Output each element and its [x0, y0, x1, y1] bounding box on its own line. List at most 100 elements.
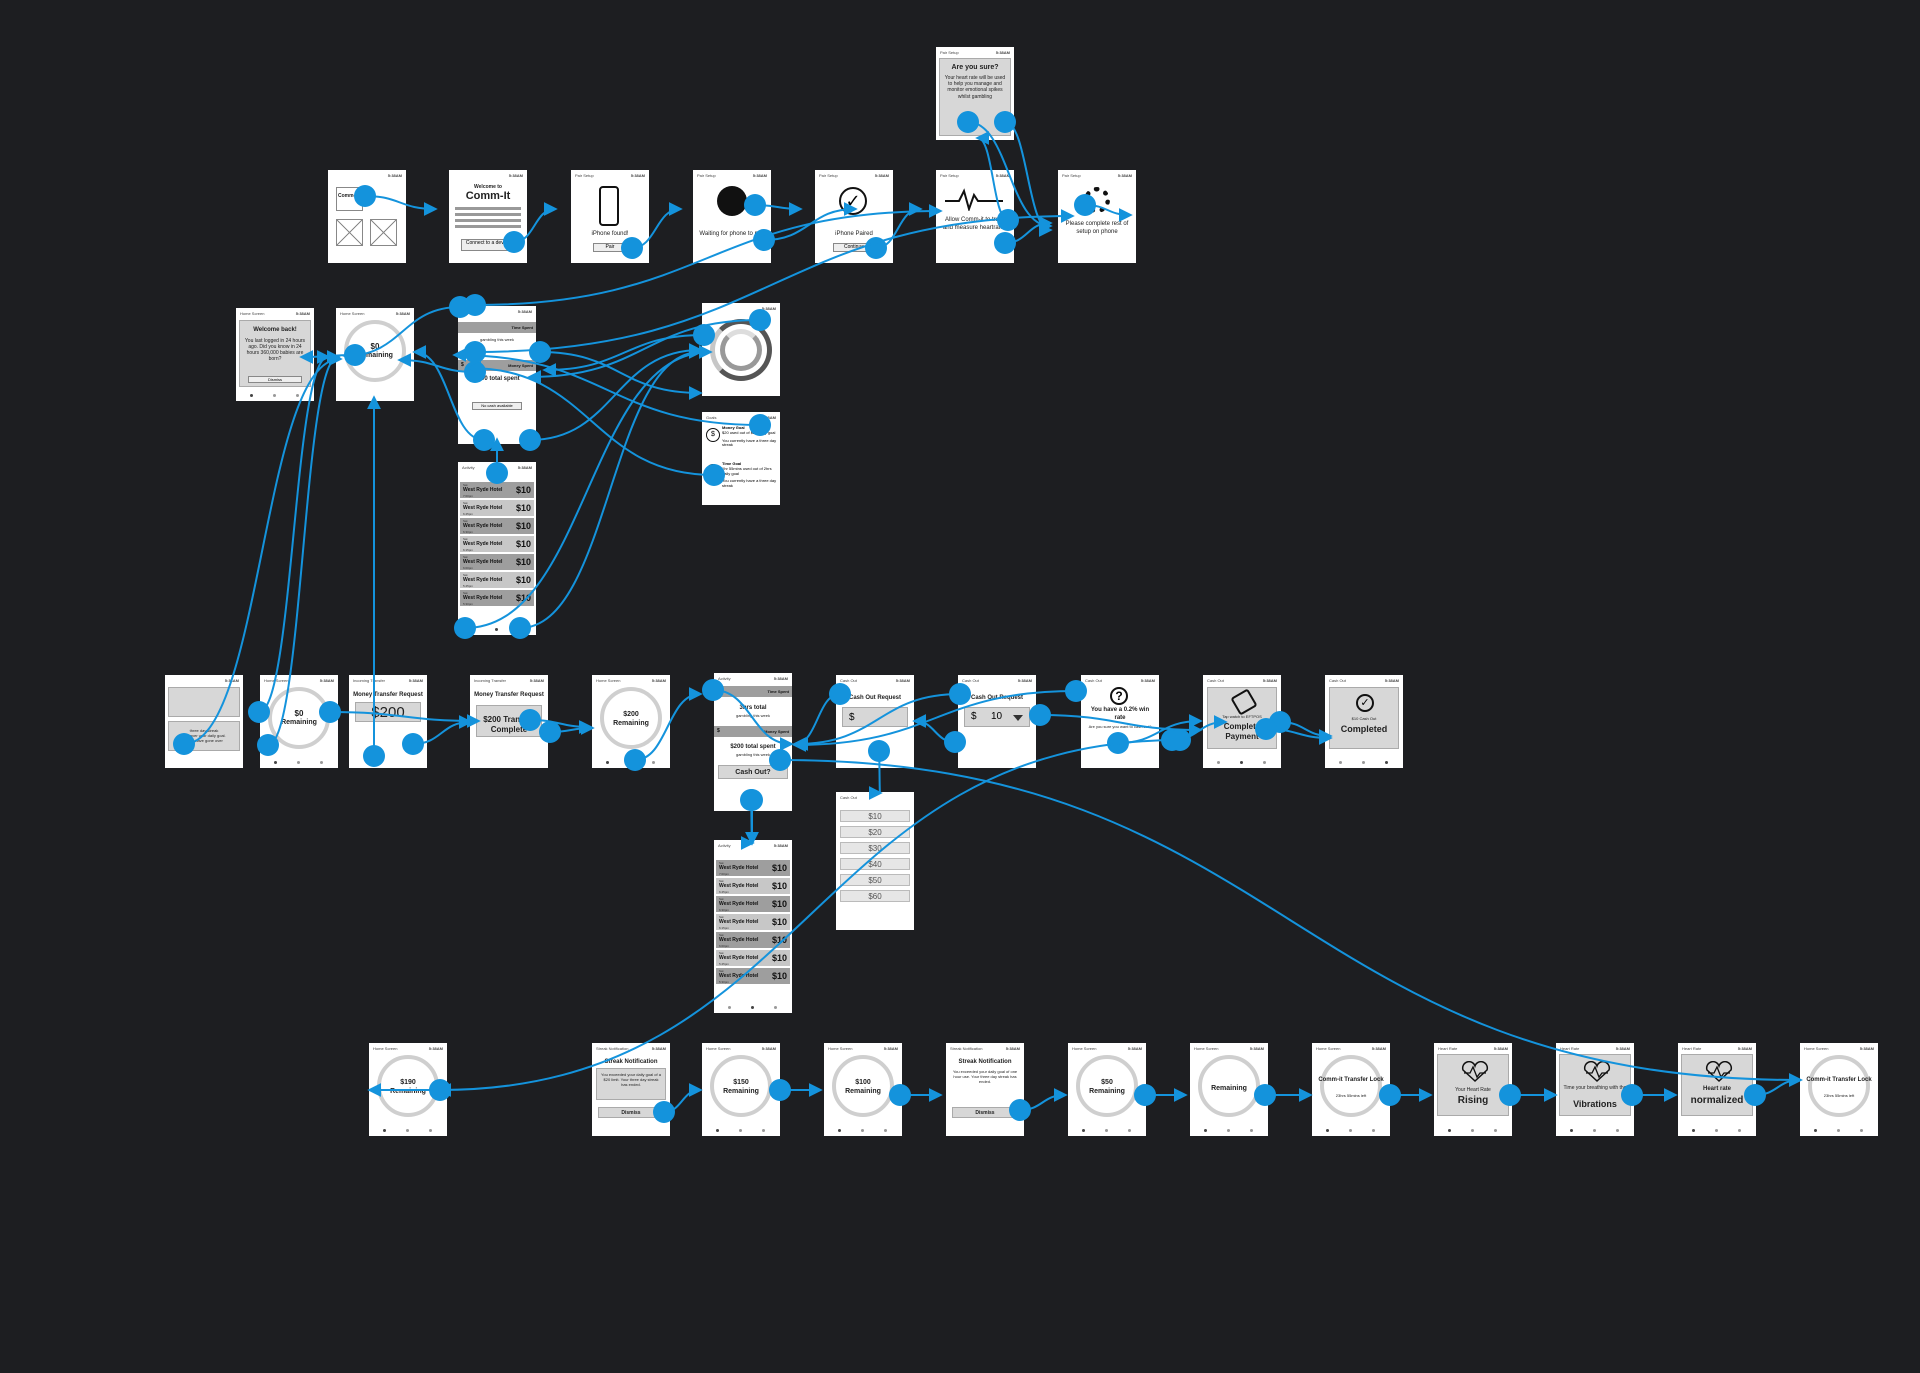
- pair-button[interactable]: Pair: [593, 243, 627, 252]
- amount-option[interactable]: $30: [840, 842, 910, 854]
- amount-input[interactable]: $: [842, 707, 908, 727]
- screen-streak-stack[interactable]: 5:38AM three day streak Still over your …: [165, 675, 243, 768]
- screen-title: Pair Setup: [940, 50, 959, 55]
- screen-title: Home Screen: [1804, 1046, 1829, 1051]
- heart-rate-label: Your Heart Rate: [1455, 1087, 1491, 1093]
- status-time: 5:38AM: [387, 173, 402, 178]
- continue-button[interactable]: Continue: [833, 243, 875, 252]
- status-time: 5:38AM: [408, 678, 423, 683]
- row-venue: West Ryde Hotel: [719, 883, 759, 889]
- balance-value: $0: [294, 709, 304, 718]
- dismiss-button[interactable]: Dismiss: [248, 376, 302, 383]
- row-time: 6:30pm: [719, 908, 730, 912]
- amount-option[interactable]: $40: [840, 858, 910, 870]
- confirm-cashout-text: Are you sure you want to cash out?: [1088, 724, 1152, 729]
- row-time: 6:15pm: [463, 548, 474, 552]
- balance-label: Remaining: [357, 352, 393, 359]
- screen-welcome[interactable]: 5:38AM Welcome to Comm-It Connect to a d…: [449, 170, 527, 263]
- transfer-heading: Money Transfer Request: [474, 692, 544, 698]
- screen-amount-options[interactable]: Cash Out $10 $20 $30 $40 $50 $60: [836, 792, 914, 930]
- row-time: 5:30pm: [463, 602, 474, 606]
- chevron-down-icon: [1013, 715, 1023, 721]
- row-venue: West Ryde Hotel: [463, 505, 503, 511]
- amount-option[interactable]: $50: [840, 874, 910, 886]
- connect-device-button[interactable]: Connect to a device: [461, 239, 515, 251]
- allow-heartrate-text: Allow Comm-it to track and measure heart…: [942, 217, 1008, 231]
- lock-time-left: 23hrs 55mins left: [1823, 1093, 1855, 1098]
- loading-spinner-icon: [1084, 187, 1110, 213]
- screen-title: Activity: [718, 676, 731, 681]
- screen-title: Cash Out: [840, 795, 857, 800]
- status-time: 5:38AM: [995, 173, 1010, 178]
- row-amount: $10: [515, 485, 531, 495]
- splash-logo-text: Comm-It: [338, 193, 359, 199]
- dismiss-button[interactable]: Dismiss: [598, 1107, 664, 1118]
- amount-select[interactable]: $ 10: [964, 707, 1030, 727]
- status-time: 5:38AM: [1127, 1046, 1142, 1051]
- balance-label: Remaining: [723, 1088, 759, 1095]
- check-circle-icon: ✓: [839, 187, 867, 215]
- row-time: 7:00pm: [463, 494, 474, 498]
- screen-splash[interactable]: 5:38AM Comm-It: [328, 170, 406, 263]
- screen-title: Pair Setup: [1062, 173, 1081, 178]
- amount-option[interactable]: $60: [840, 890, 910, 902]
- amount-option[interactable]: $20: [840, 826, 910, 838]
- row-time: 6:00pm: [463, 566, 474, 570]
- cash-out-button[interactable]: Cash Out?: [718, 765, 788, 779]
- row-venue: West Ryde Hotel: [719, 919, 759, 925]
- status-time: 5:38AM: [630, 173, 645, 178]
- dismiss-button[interactable]: Dismiss: [952, 1107, 1018, 1118]
- balance-label: Remaining: [1089, 1088, 1125, 1095]
- screen-goals-ring[interactable]: 5:38AM: [702, 303, 780, 396]
- amount-option[interactable]: $10: [840, 810, 910, 822]
